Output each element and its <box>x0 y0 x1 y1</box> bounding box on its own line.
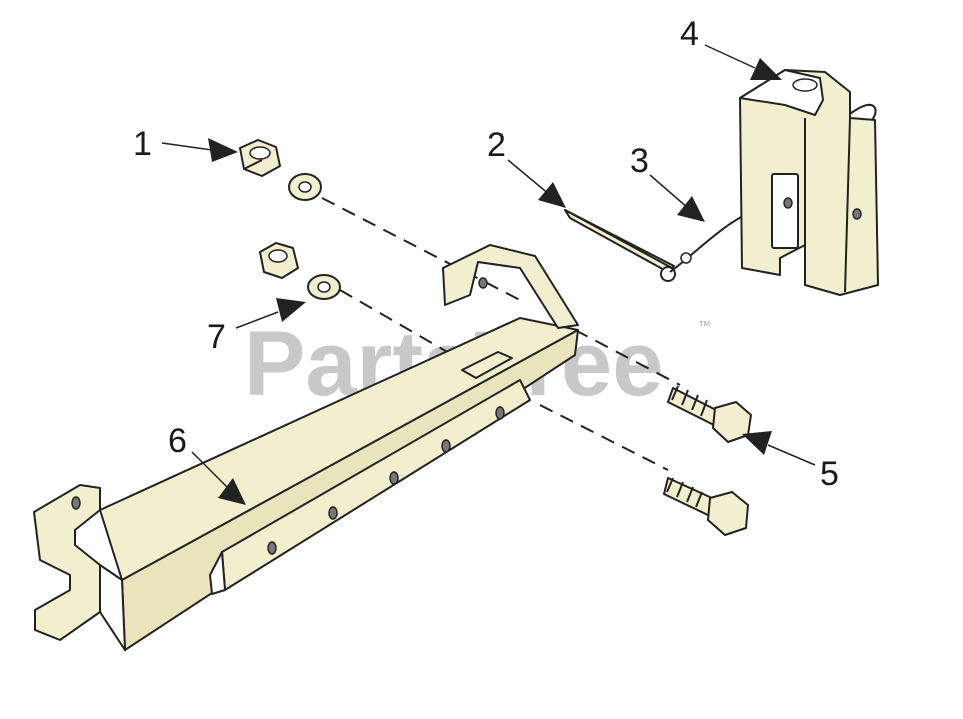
part-1-nut-washer[interactable] <box>239 139 322 201</box>
watermark-trademark: ™ <box>698 318 711 333</box>
callout-leaders <box>161 44 816 505</box>
part-2-pin[interactable] <box>564 209 676 282</box>
callout-6: 6 <box>168 422 187 460</box>
callout-3: 3 <box>630 142 649 180</box>
callout-2: 2 <box>487 126 506 164</box>
part-4-hitch-block[interactable] <box>739 69 879 296</box>
callout-5: 5 <box>820 455 839 493</box>
part-5-bolts[interactable] <box>663 385 752 536</box>
part-7-nut-washer[interactable] <box>259 242 341 300</box>
callout-7: 7 <box>207 318 226 356</box>
callout-numbers: 1 2 3 4 5 6 7 <box>133 15 839 493</box>
part-6-bracket-bar[interactable] <box>33 244 579 651</box>
callout-4: 4 <box>680 15 699 53</box>
callout-1: 1 <box>133 125 152 163</box>
